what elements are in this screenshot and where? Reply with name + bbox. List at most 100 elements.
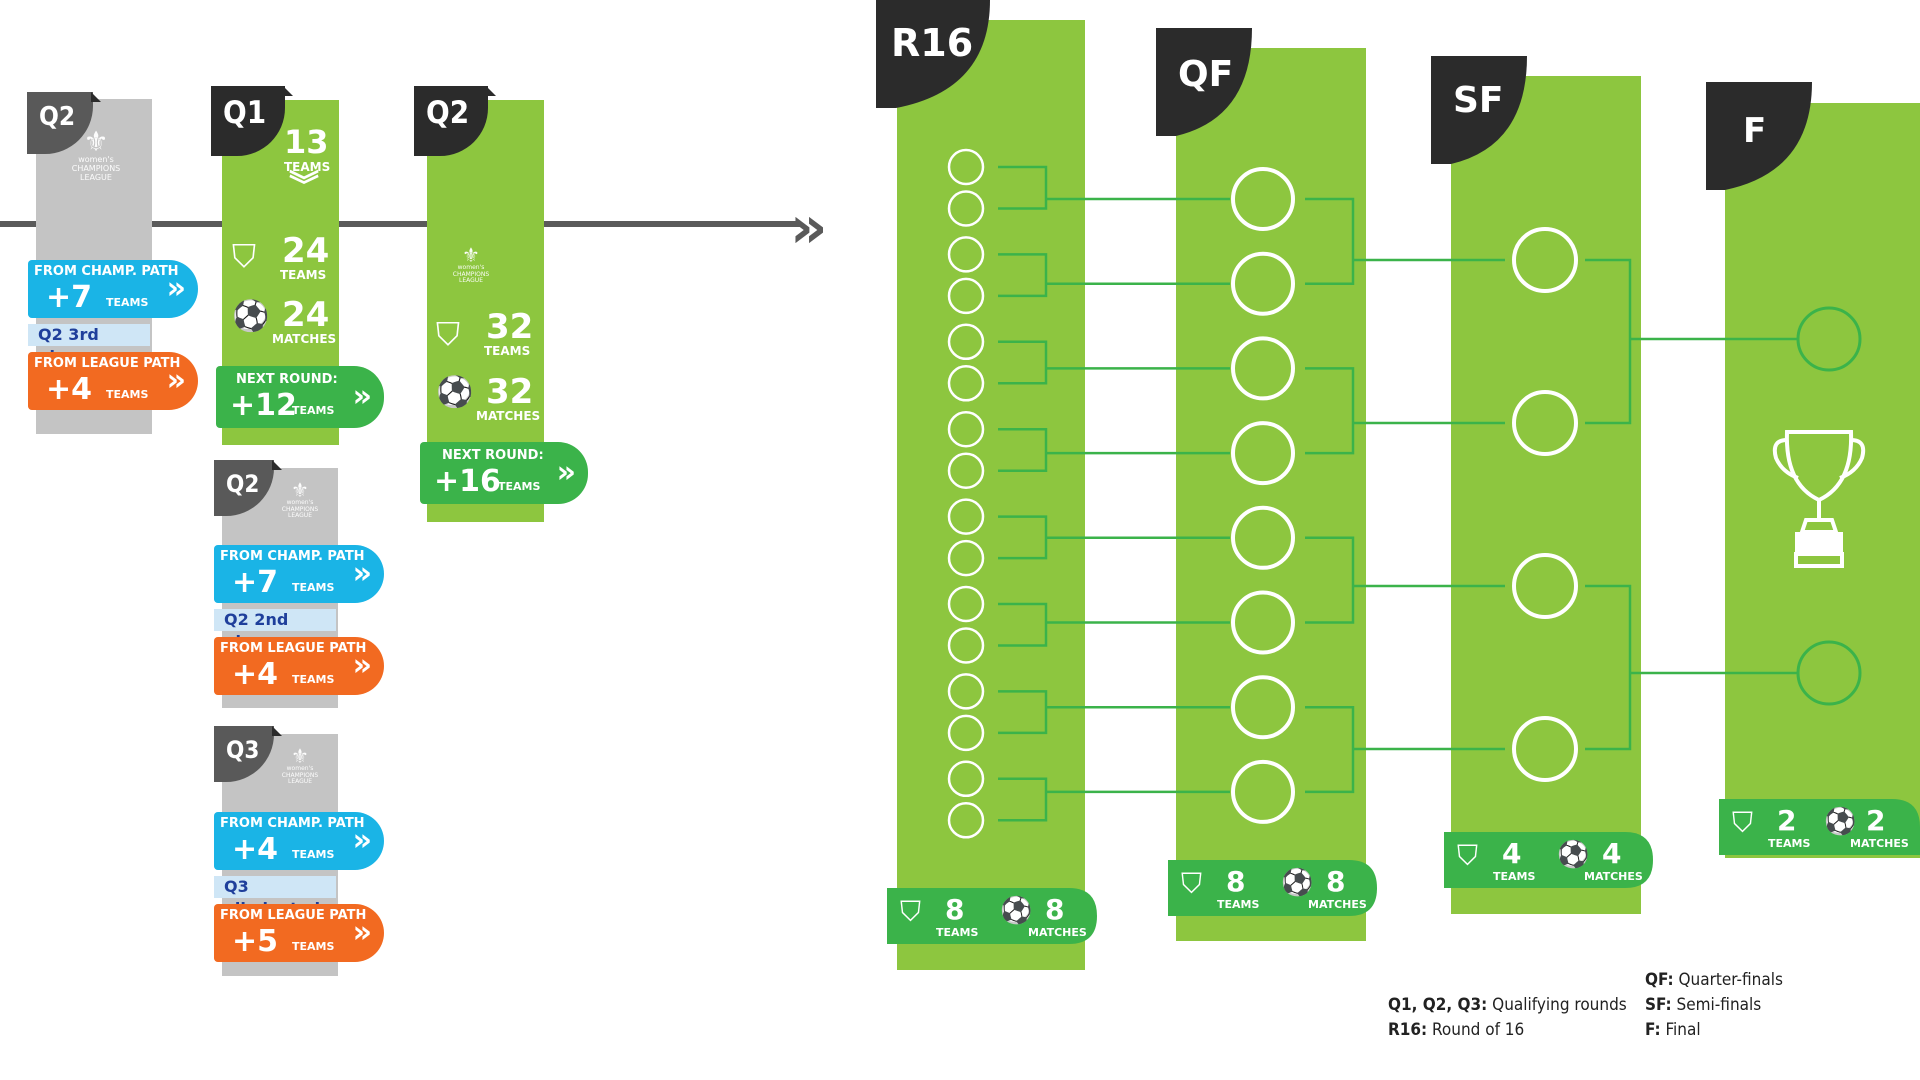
league-path-label: FROM LEAGUE PATH (34, 356, 181, 371)
double-chevron-icon: » (166, 363, 186, 398)
double-chevron-icon: » (352, 648, 372, 683)
r16-slot-circle (947, 673, 985, 710)
qf-bracket-connector (1305, 197, 1355, 285)
r16-matches-num: 8 (1045, 893, 1065, 926)
league-unit: TEAMS (292, 940, 335, 953)
r16-slot-circle (947, 190, 985, 227)
sf-teams-unit: TEAMS (1493, 870, 1536, 883)
ucl-logo-icon: ⚜ women's CHAMPIONS LEAGUE (445, 245, 497, 285)
final-stat-pill (1719, 799, 1920, 855)
ucl-logo-icon: ⚜ women's CHAMPIONS LEAGUE (270, 746, 330, 786)
next-round-value: +12 (230, 388, 297, 423)
qf-slot-circle (1231, 675, 1295, 740)
legend-key: R16: (1388, 1020, 1428, 1040)
q2-mid-league-pill: FROM LEAGUE PATH +4 TEAMS » (214, 637, 384, 695)
legend-key: F: (1645, 1020, 1661, 1040)
q2-right-matches-unit: MATCHES (476, 409, 541, 423)
shield-icon: ⛉ (1732, 806, 1754, 839)
qf-slot-circle (1231, 759, 1295, 824)
r16-slot-circle (947, 148, 985, 186)
qf-teams-num: 8 (1226, 865, 1246, 898)
r16-slot-circle (947, 802, 985, 839)
champ-path-label: FROM CHAMP. PATH (220, 549, 365, 564)
r16-slot-circle (947, 585, 985, 623)
r16-teams-unit: TEAMS (936, 926, 979, 939)
next-round-label: NEXT ROUND: (236, 372, 338, 387)
ucl-logo-icon: ⚜ women's CHAMPIONS LEAGUE (58, 128, 134, 182)
q2-right-teams-num: 32 (486, 307, 534, 347)
r16-tag-shape (876, 0, 990, 108)
shield-icon: ⛉ (232, 237, 257, 275)
league-path-label: FROM LEAGUE PATH (220, 641, 367, 656)
r16-slot-circle (947, 365, 985, 402)
league-unit: TEAMS (292, 673, 335, 686)
final-matches-num: 2 (1866, 804, 1886, 837)
r16-slot-circle (947, 539, 985, 577)
q2-left-champ-pill: FROM CHAMP. PATH +7 TEAMS » (28, 260, 198, 318)
r16-bracket-connector (998, 427, 1048, 472)
logo-text: women's CHAMPIONS LEAGUE (452, 264, 490, 285)
r16-bracket-connector (998, 777, 1048, 822)
q1-matches-num: 24 (282, 295, 330, 335)
legend-key: QF: (1645, 970, 1674, 990)
champ-unit: TEAMS (292, 581, 335, 594)
q2-mid-champ-pill: FROM CHAMP. PATH +7 TEAMS » (214, 545, 384, 603)
legend-text: Final (1660, 1020, 1701, 1040)
ball-icon: ⚽ (1557, 840, 1590, 870)
champ-unit: TEAMS (106, 296, 149, 309)
legend-left: Q1, Q2, Q3: Qualifying rounds R16: Round… (1388, 993, 1627, 1043)
timeline-line (0, 221, 800, 227)
legend-item-final: F: Final (1645, 1018, 1783, 1043)
legend-text: Qualifying rounds (1487, 995, 1627, 1015)
final-slot-circle (1796, 640, 1862, 706)
double-chevron-icon: » (166, 271, 186, 306)
r16-bracket-connector (998, 340, 1048, 385)
r16-slot-circle (947, 498, 985, 535)
q2-right-matches-num: 32 (486, 372, 534, 412)
final-matches-unit: MATCHES (1850, 837, 1909, 850)
double-chevron-icon: » (352, 915, 372, 950)
legend-item-sf: SF: Semi-finals (1645, 993, 1783, 1018)
q3-champ-pill: FROM CHAMP. PATH +4 TEAMS » (214, 812, 384, 870)
champ-value: +7 (232, 565, 279, 600)
qf-stat-pill (1168, 860, 1377, 916)
q1-teams-num: 24 (282, 231, 330, 271)
qf-bracket-connector (1305, 536, 1355, 624)
bracket-lines (998, 165, 1797, 822)
ball-icon: ⚽ (1281, 868, 1314, 898)
legend-key: SF: (1645, 995, 1672, 1015)
champ-unit: TEAMS (292, 848, 335, 861)
sf-teams-num: 4 (1502, 837, 1522, 870)
r16-slot-circle (947, 410, 985, 448)
timeline-arrow-icon: » (790, 193, 828, 261)
legend-key: Q1, Q2, Q3: (1388, 995, 1488, 1015)
qf-slot-circle (1231, 421, 1295, 486)
champ-path-label: FROM CHAMP. PATH (220, 816, 365, 831)
double-chevron-icon: » (352, 379, 372, 414)
ucl-logo-icon: ⚜ women's CHAMPIONS LEAGUE (270, 480, 330, 520)
shield-icon: ⛉ (1457, 839, 1479, 872)
sf-slot-circle (1512, 553, 1578, 619)
qf-bracket-connector (1305, 367, 1355, 455)
r16-matches-unit: MATCHES (1028, 926, 1087, 939)
qf-slot-circle (1231, 336, 1295, 401)
qf-panel (1176, 48, 1366, 941)
league-value: +5 (232, 924, 279, 959)
sf-matches-num: 4 (1602, 837, 1622, 870)
r16-bracket-connector (998, 165, 1048, 210)
q1-entry-unit: TEAMS (284, 160, 331, 174)
sf-bracket-connector (1585, 584, 1632, 751)
legend-right: QF: Quarter-finals SF: Semi-finals F: Fi… (1645, 968, 1783, 1043)
q2-right-teams-unit: TEAMS (484, 344, 531, 358)
double-chevron-icon: » (352, 556, 372, 591)
champ-value: +4 (232, 832, 279, 867)
qf-slot-circle (1231, 167, 1295, 231)
r16-teams-num: 8 (945, 893, 965, 926)
legend-item-r16: R16: Round of 16 (1388, 1018, 1627, 1043)
shield-icon: ⛉ (436, 315, 461, 353)
q1-next-pill: NEXT ROUND: +12 TEAMS » (216, 366, 384, 428)
sf-slot-circle (1512, 716, 1578, 782)
qf-teams-unit: TEAMS (1217, 898, 1260, 911)
trophy-icon (1772, 430, 1866, 568)
